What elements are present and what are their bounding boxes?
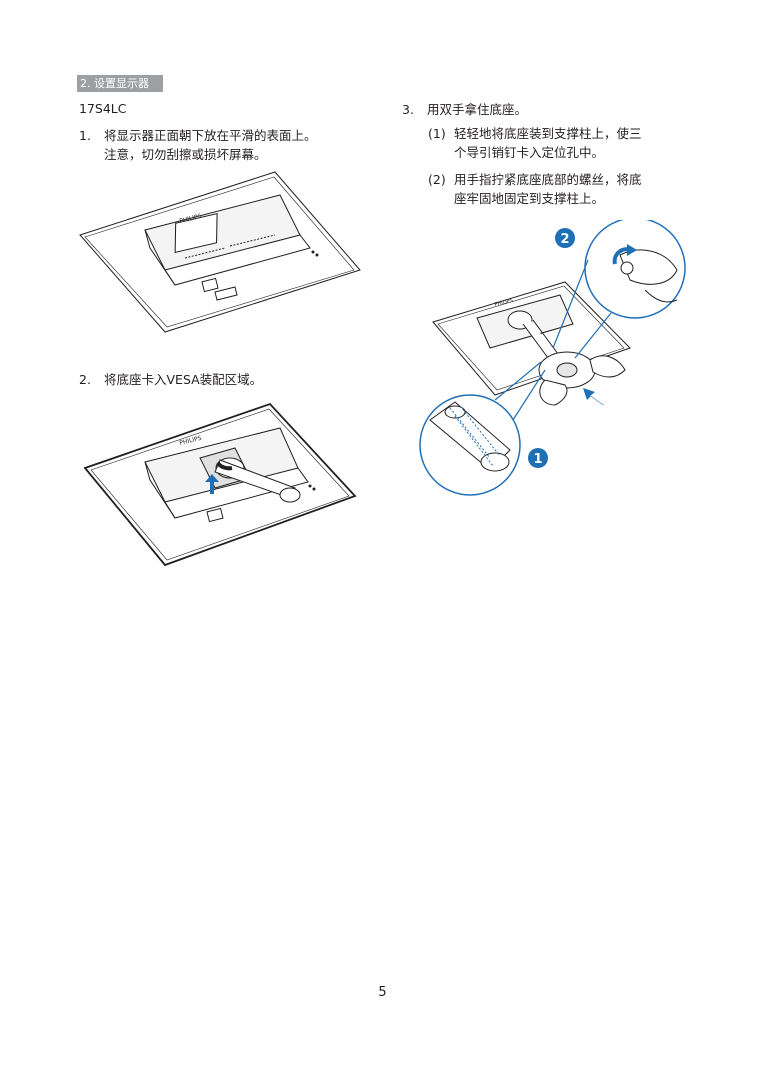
fig3-brand: PHILIPS [494, 298, 514, 308]
step-1-line-2: 注意，切勿刮擦或损坏屏幕。 [104, 147, 267, 162]
substep-1-number: (1) [428, 126, 446, 141]
step-2-line-1: 将底座卡入VESA装配区域。 [104, 372, 263, 387]
substep-1-line-1: 轻轻地将底座装到支撑柱上，使三 [454, 126, 642, 141]
step-2: 2. 将底座卡入VESA装配区域。 [79, 370, 379, 390]
fig3-callout-1: 1 [533, 452, 542, 467]
substep-2-line-1: 用手指拧紧底座底部的螺丝，将底 [454, 172, 642, 187]
step-3-number: 3. [402, 102, 414, 117]
model-heading: 17S4LC [79, 101, 127, 116]
substep-2-number: (2) [428, 172, 446, 187]
substep-1: (1) 轻轻地将底座装到支撑柱上，使三 个导引销钉卡入定位孔中。 [428, 124, 698, 164]
step-1-line-1: 将显示器正面朝下放在平滑的表面上。 [104, 128, 317, 143]
step-3: 3. 用双手拿住底座。 [402, 100, 702, 120]
figure-attach-stand: PHILIPS [83, 402, 357, 567]
substep-2: (2) 用手指拧紧底座底部的螺丝，将底 座牢固地固定到支撑柱上。 [428, 170, 698, 210]
substep-2-line-2: 座牢固地固定到支撑柱上。 [454, 191, 605, 206]
section-tag: 2. 设置显示器 [77, 75, 163, 92]
page-number: 5 [378, 985, 387, 1000]
substep-1-line-2: 个导引销钉卡入定位孔中。 [454, 145, 605, 160]
fig3-callout-2: 2 [560, 232, 569, 247]
figure-monitor-face-down: PHILIPS [79, 171, 361, 333]
figure-secure-base: 2 1 PHILIPS [419, 220, 686, 496]
step-1-number: 1. [79, 128, 91, 143]
step-2-number: 2. [79, 372, 91, 387]
step-1: 1. 将显示器正面朝下放在平滑的表面上。 注意，切勿刮擦或损坏屏幕。 [79, 126, 379, 166]
step-3-line-1: 用双手拿住底座。 [427, 102, 528, 117]
